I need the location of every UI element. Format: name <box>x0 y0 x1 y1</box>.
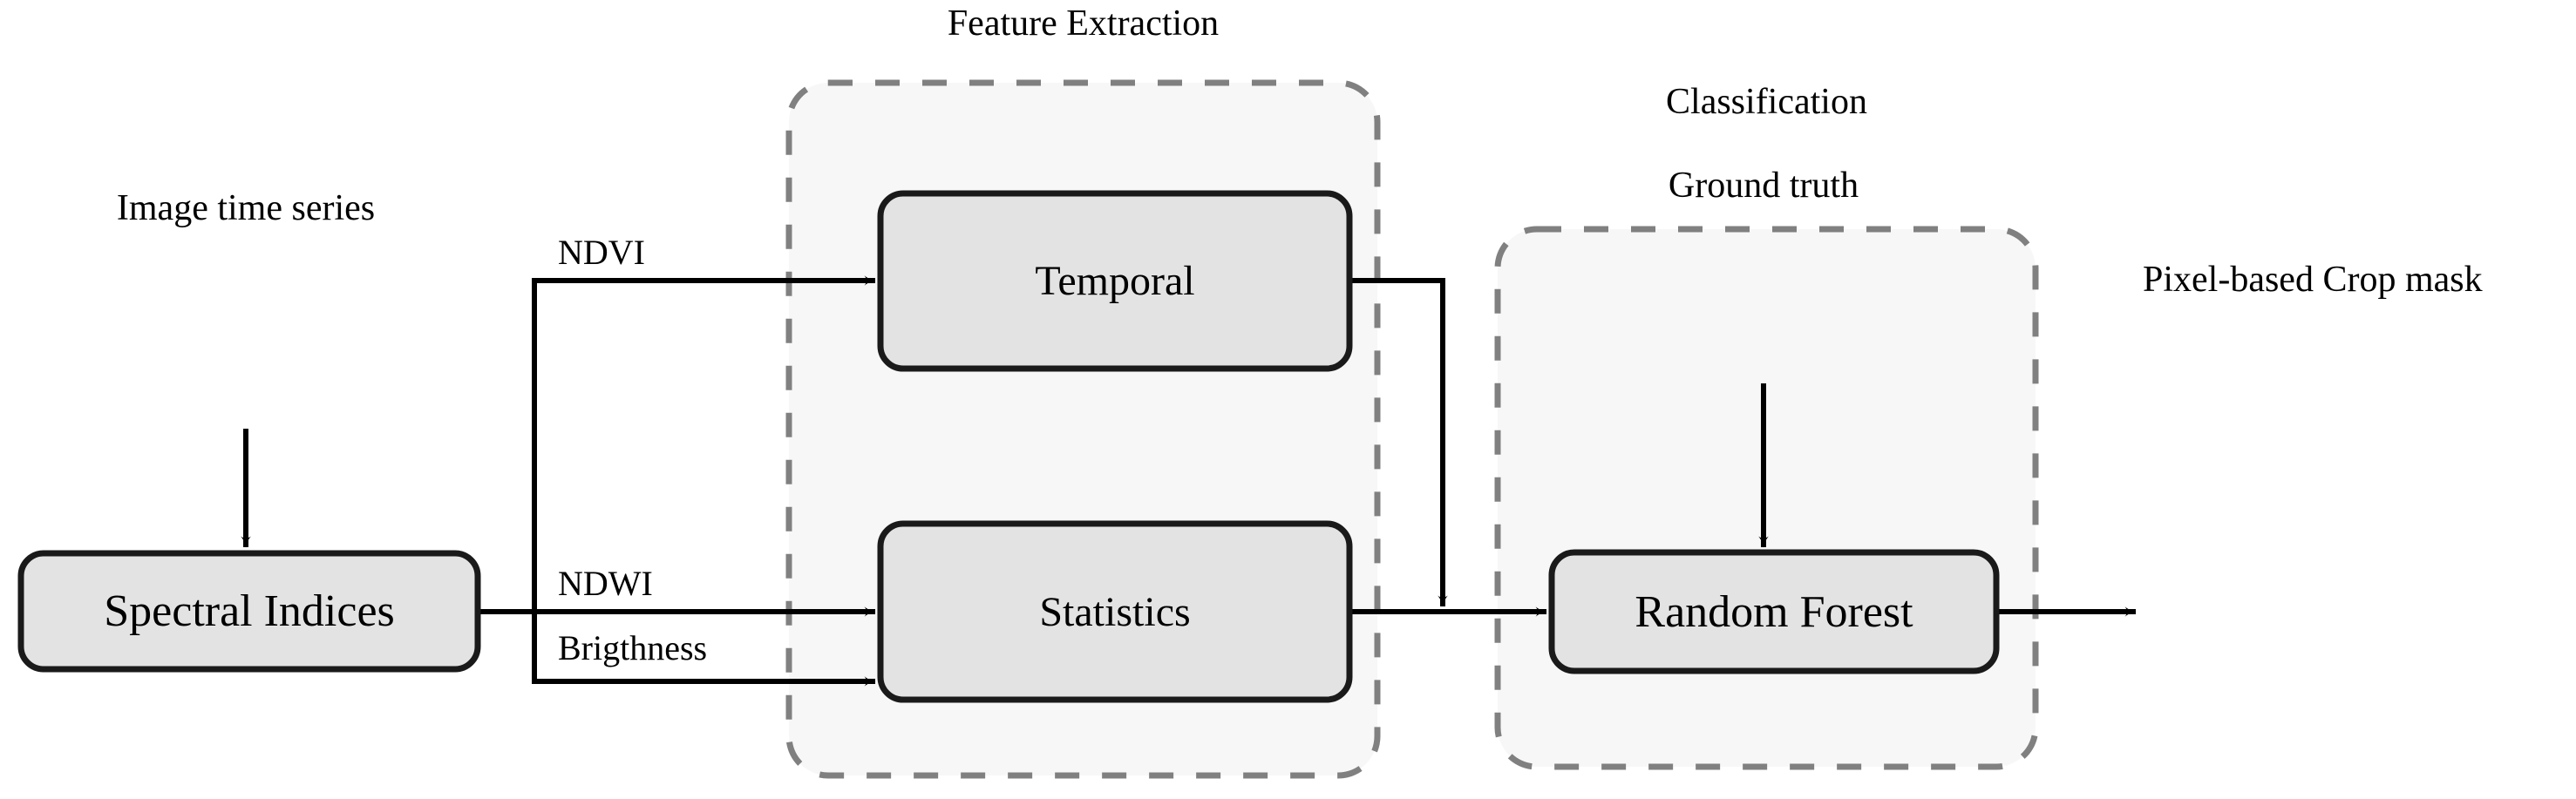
edge-label-ndvi: NDVI <box>558 233 645 272</box>
group-title-classification: Classification <box>1666 82 1867 122</box>
edge-label-ndwi: NDWI <box>558 564 653 603</box>
node-box-temporal[interactable] <box>877 190 1353 372</box>
edge-temporal-to-random-forest <box>1349 278 1448 607</box>
label-image-time-series: Image time series <box>116 188 376 228</box>
edge-label-brightness: Brigthness <box>558 628 708 667</box>
node-box-random-forest[interactable] <box>1548 549 2000 674</box>
node-box-spectral-indices[interactable] <box>17 550 481 673</box>
group-title-feature-extraction: Feature Extraction <box>947 3 1220 44</box>
label-ground-truth: Ground truth <box>1668 166 1859 206</box>
group-box-classification <box>1494 226 2039 770</box>
label-pixel-based-crop-mask: Pixel-based Crop mask <box>2143 260 2483 300</box>
node-box-statistics[interactable] <box>877 520 1353 703</box>
